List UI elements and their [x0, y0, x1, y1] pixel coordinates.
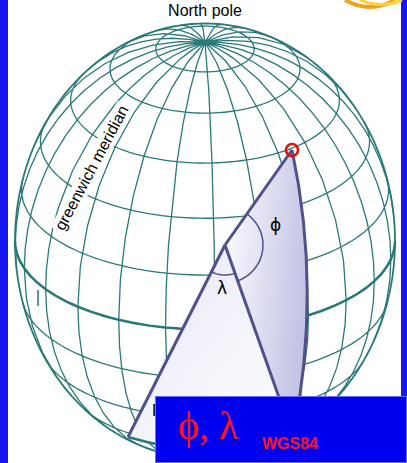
longitude-angle-arc: [211, 272, 235, 275]
graticule: [15, 23, 395, 458]
label-box: ϕ, λ WGS84: [155, 396, 407, 463]
meridian-arc: [292, 150, 307, 437]
meridian-label: greenwich meridian: [51, 101, 134, 235]
datum-subscript: WGS84: [262, 435, 318, 453]
meridian-sector: [225, 150, 307, 437]
point-marker: [286, 144, 298, 156]
white-panel: [8, 0, 401, 463]
graticule-lines: [15, 23, 395, 458]
angle-symbol: ϕ: [268, 216, 283, 234]
latitude-angle-arc: [238, 214, 263, 281]
pole-label: North pole: [166, 2, 244, 20]
tick-mark: [37, 290, 39, 306]
coordinate-symbols: ϕ, λ: [178, 403, 238, 449]
globe-outline: [15, 23, 395, 458]
radius-line: [225, 150, 292, 245]
logo-arc: [360, 0, 402, 5]
angle-symbol: λ: [215, 279, 229, 297]
